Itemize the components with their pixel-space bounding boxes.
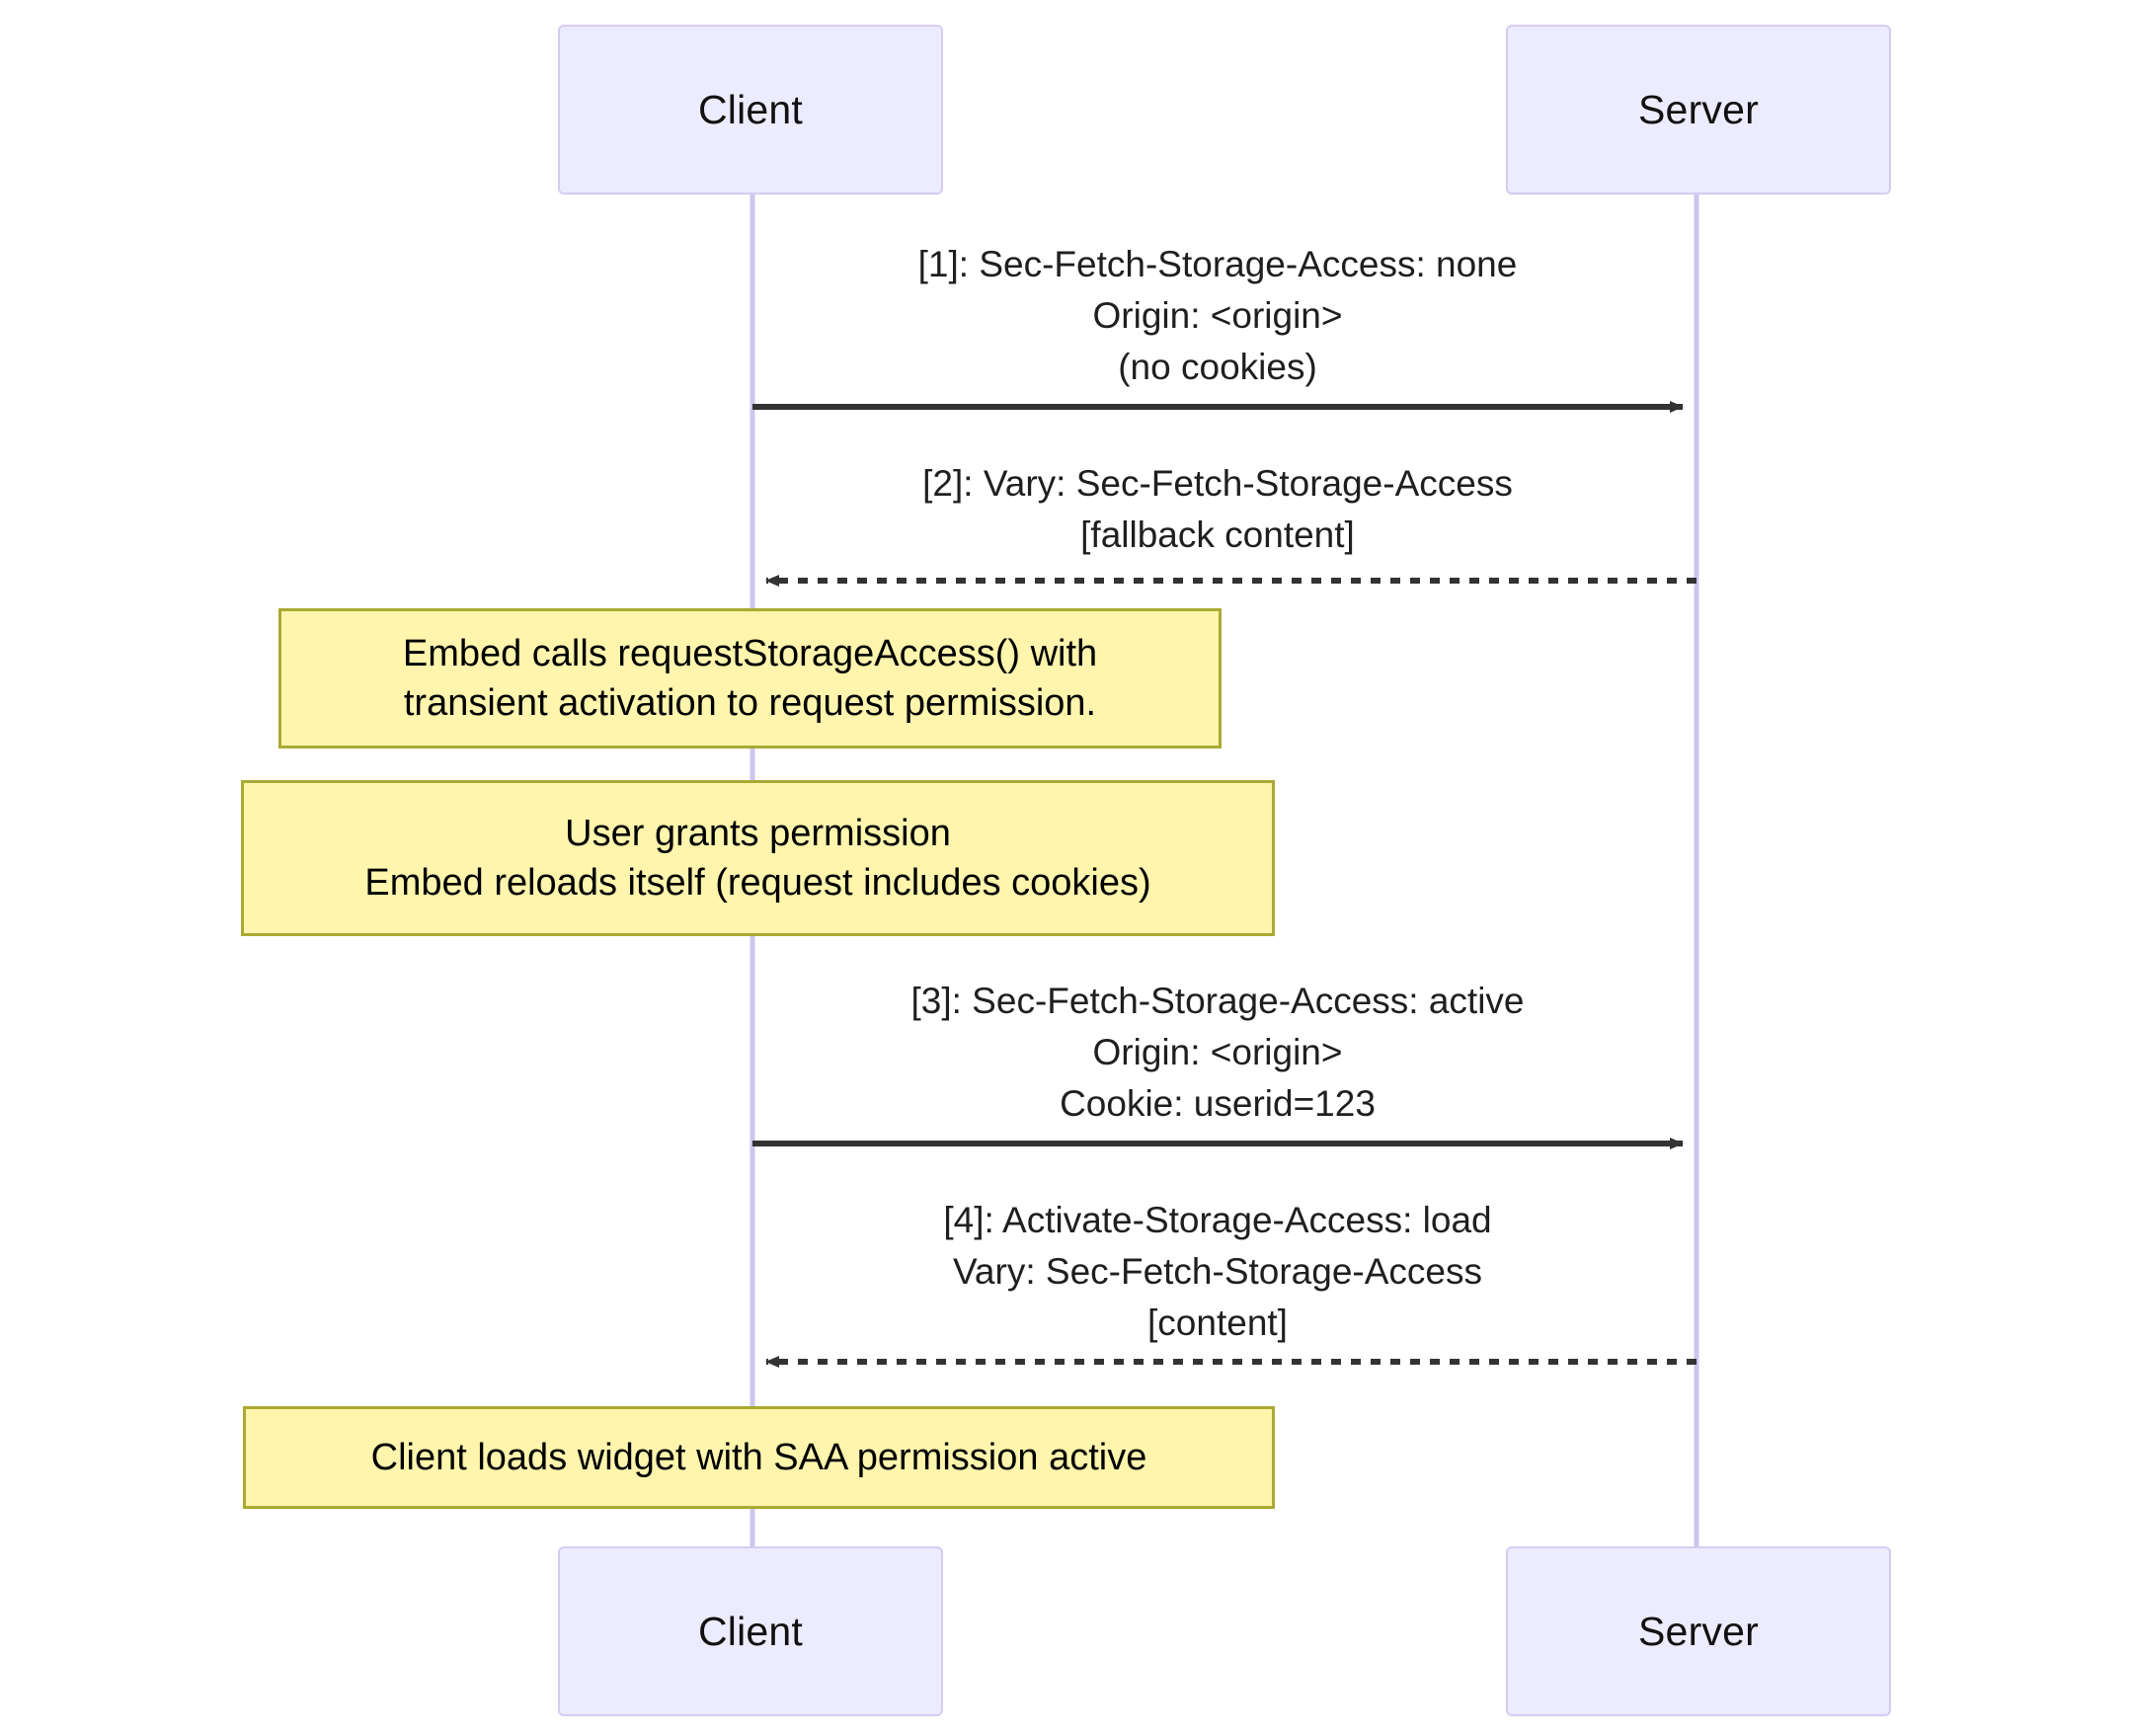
message-label-4: [4]: Activate-Storage-Access: load Vary:… xyxy=(752,1195,1683,1349)
participant-server-top-label: Server xyxy=(1638,86,1759,132)
participant-client-top[interactable]: Client xyxy=(558,25,943,195)
note-2-line-2: Embed reloads itself (request includes c… xyxy=(364,862,1151,904)
participant-server-bottom-label: Server xyxy=(1638,1608,1759,1654)
note-request-storage-access: Embed calls requestStorageAccess() with … xyxy=(278,608,1222,749)
message-label-1-line-2: Origin: <origin> xyxy=(1092,295,1343,336)
message-label-3-line-2: Origin: <origin> xyxy=(1092,1032,1343,1072)
note-2-line-1: User grants permission xyxy=(565,813,951,854)
participant-server-bottom[interactable]: Server xyxy=(1506,1546,1891,1716)
message-label-1: [1]: Sec-Fetch-Storage-Access: none Orig… xyxy=(752,239,1683,393)
note-1-line-1: Embed calls requestStorageAccess() with xyxy=(402,633,1098,674)
participant-client-bottom-label: Client xyxy=(697,1608,804,1654)
note-3-line-1: Client loads widget with SAA permission … xyxy=(370,1437,1147,1478)
message-label-2: [2]: Vary: Sec-Fetch-Storage-Access [fal… xyxy=(752,458,1683,561)
note-1-line-2: transient activation to request permissi… xyxy=(403,682,1097,724)
message-label-3-line-3: Cookie: userid=123 xyxy=(1060,1083,1376,1124)
message-label-4-line-3: [content] xyxy=(1147,1302,1288,1343)
message-label-4-line-1: [4]: Activate-Storage-Access: load xyxy=(943,1200,1492,1240)
message-label-1-line-3: (no cookies) xyxy=(1118,347,1317,387)
message-label-1-line-1: [1]: Sec-Fetch-Storage-Access: none xyxy=(917,244,1518,284)
message-label-2-line-1: [2]: Vary: Sec-Fetch-Storage-Access xyxy=(922,463,1513,504)
participant-client-top-label: Client xyxy=(697,86,804,132)
note-user-grants-permission: User grants permission Embed reloads its… xyxy=(241,780,1275,936)
participant-server-top[interactable]: Server xyxy=(1506,25,1891,195)
message-label-3-line-1: [3]: Sec-Fetch-Storage-Access: active xyxy=(910,981,1525,1021)
message-label-3: [3]: Sec-Fetch-Storage-Access: active Or… xyxy=(752,976,1683,1130)
participant-client-bottom[interactable]: Client xyxy=(558,1546,943,1716)
note-client-loads-widget: Client loads widget with SAA permission … xyxy=(243,1406,1275,1509)
message-label-2-line-2: [fallback content] xyxy=(1080,514,1355,555)
message-label-4-line-2: Vary: Sec-Fetch-Storage-Access xyxy=(953,1251,1482,1292)
